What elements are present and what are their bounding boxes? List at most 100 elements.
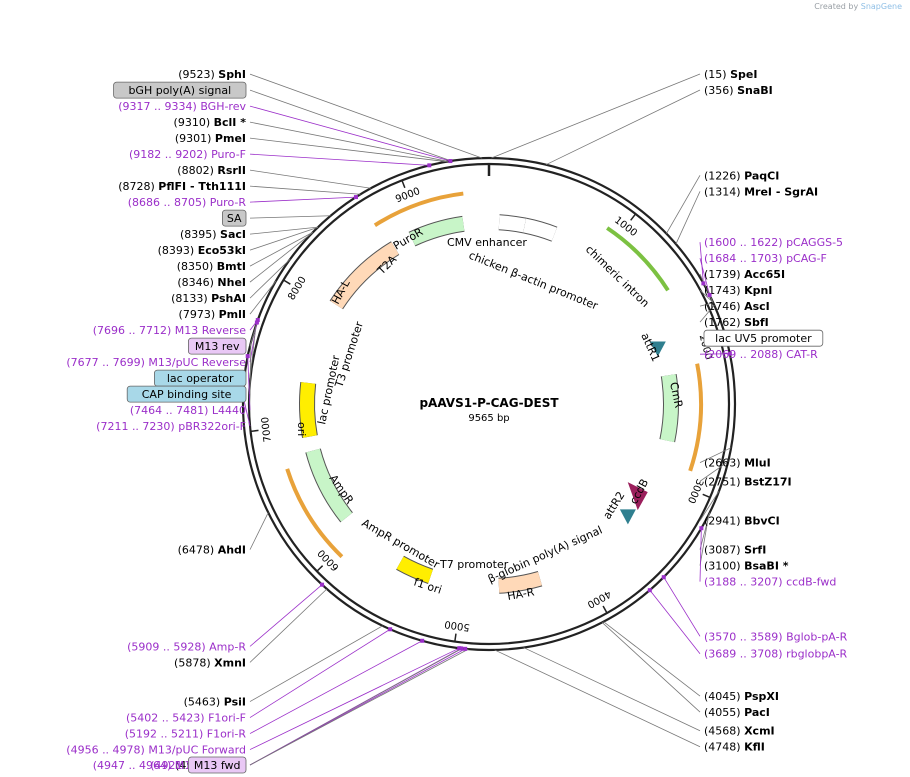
feature-box[interactable] — [187, 756, 247, 774]
ori-arc — [300, 382, 317, 438]
primer-marker — [647, 588, 652, 593]
feature-box[interactable] — [221, 209, 247, 227]
site-label[interactable]: (1743) KpnI — [704, 284, 772, 297]
site-label[interactable]: (4055) PacI — [704, 706, 770, 719]
primer-coord: (3570 .. 3589) — [704, 630, 786, 643]
feature-box-label: bGH poly(A) signal — [128, 84, 231, 97]
primer-label[interactable]: (5909 .. 5928) Amp-R — [127, 640, 246, 653]
site-label[interactable]: (356) SnaBI — [704, 84, 773, 97]
site-label[interactable]: (8393) Eco53kI — [158, 244, 246, 257]
feature-box[interactable] — [703, 329, 824, 347]
primer-label[interactable]: (9317 .. 9334) BGH-rev — [118, 100, 246, 113]
site-label[interactable]: (3100) BsaBI * — [704, 560, 789, 573]
plasmid-name: pAAVS1-P-CAG-DEST — [419, 396, 559, 410]
leader-primer-5 — [247, 356, 251, 411]
site-name: BsaBI — [744, 560, 779, 573]
site-coord: (1746) — [704, 300, 744, 313]
site-coord: (6478) — [178, 544, 218, 557]
site-label[interactable]: (9310) BclI * — [174, 116, 247, 129]
site-label[interactable]: (1314) MreI - SgrAI — [704, 185, 818, 198]
leader-site-6 — [249, 185, 361, 195]
leader-box-3 — [249, 325, 257, 379]
leader-box-0 — [249, 89, 452, 162]
feature-box[interactable] — [126, 385, 247, 403]
cmR-arc — [660, 374, 678, 443]
amp-orf-arc — [285, 468, 344, 559]
primer-label[interactable]: (3570 .. 3589) Bglob-pA-R — [704, 630, 848, 643]
site-name: KpnI — [744, 284, 772, 297]
primer-label[interactable]: (3689 .. 3708) rbglobpA-R — [704, 648, 848, 661]
feature-box-label: CAP binding site — [142, 388, 232, 401]
primer-label[interactable]: (2069 .. 2088) CAT-R — [704, 348, 818, 361]
site-label[interactable]: (9301) PmeI — [175, 132, 246, 145]
label-t7-promoter: T7 promoter — [439, 558, 509, 571]
leader-site-11 — [249, 258, 291, 299]
primer-marker — [245, 354, 250, 359]
site-label[interactable]: (1739) Acc65I — [704, 268, 785, 281]
site-label[interactable]: (2751) BstZ17I — [704, 475, 792, 488]
label-puroR: PuroR — [391, 225, 426, 252]
site-label[interactable]: (5463) PsiI — [184, 696, 246, 709]
site-label[interactable]: (3087) SrfI — [704, 544, 766, 557]
primer-coord: (5402 .. 5423) — [126, 712, 208, 725]
primer-name: L4440 — [212, 404, 246, 417]
site-label[interactable]: (8350) BmtI — [177, 260, 246, 273]
primer-label[interactable]: (7696 .. 7712) M13 Reverse — [93, 324, 246, 337]
site-label[interactable]: (15) SpeI — [704, 68, 757, 81]
site-name: AscI — [744, 300, 770, 313]
site-label[interactable]: (8802) RsrII — [177, 164, 246, 177]
site-label[interactable]: (7973) PmlI — [179, 308, 246, 321]
label-ha-r: HA-R — [506, 585, 535, 603]
site-label[interactable]: (2663) MluI — [704, 457, 771, 470]
site-label[interactable]: (6478) AhdI — [178, 544, 246, 557]
primer-name: F1ori-R — [207, 728, 247, 741]
site-label[interactable]: (4568) XcmI — [704, 725, 775, 738]
credit-brand: SnapGene — [860, 2, 902, 11]
primer-name: rbglobpA-R — [786, 648, 847, 661]
site-label[interactable]: (1746) AscI — [704, 300, 770, 313]
feature-box[interactable] — [113, 81, 247, 99]
primer-label[interactable]: (3188 .. 3207) ccdB-fwd — [704, 576, 836, 589]
leader-site-12 — [249, 280, 277, 315]
leader-primer-18 — [649, 589, 701, 654]
primer-coord: (7211 .. 7230) — [96, 420, 178, 433]
primer-label[interactable]: (7211 .. 7230) pBR322ori-F — [96, 420, 246, 433]
label-ccdB: ccdB — [627, 477, 651, 507]
primer-name: pCAGGS-5 — [786, 236, 843, 249]
primer-label[interactable]: (1600 .. 1622) pCAGGS-5 — [704, 236, 843, 249]
site-name: MluI — [744, 457, 771, 470]
site-label[interactable]: (9523) SphI — [178, 68, 246, 81]
site-name: XmnI — [214, 656, 246, 669]
site-label[interactable]: (2941) BbvCI — [704, 515, 780, 528]
primer-label[interactable]: (4956 .. 4978) M13/pUC Forward — [66, 744, 246, 757]
site-name: PacI — [744, 706, 770, 719]
primer-label[interactable]: (7677 .. 7699) M13/pUC Reverse — [66, 356, 246, 369]
site-name: XcmI — [744, 725, 775, 738]
leader-site-14 — [249, 588, 328, 663]
primer-label[interactable]: (5402 .. 5423) F1ori-F — [126, 712, 246, 725]
site-label[interactable]: (5878) XmnI — [174, 656, 246, 669]
site-label[interactable]: (1226) PaqCI — [704, 169, 779, 182]
site-label[interactable]: (4045) PspXI — [704, 690, 779, 703]
leader-site-3 — [249, 121, 449, 162]
primer-label[interactable]: (1684 .. 1703) pCAG-F — [704, 252, 827, 265]
primer-label[interactable]: (7464 .. 7481) L4440 — [130, 404, 246, 417]
site-label[interactable]: (8395) SacI — [180, 228, 246, 241]
site-label[interactable]: (8346) NheI — [177, 276, 246, 289]
feature-box-label: M13 rev — [195, 340, 240, 353]
site-label[interactable]: (1762) SbfI — [704, 316, 769, 329]
site-label[interactable]: (4748) KflI — [704, 741, 765, 754]
site-coord: (15) — [704, 68, 730, 81]
primer-label[interactable]: (8686 .. 8705) Puro-R — [128, 196, 247, 209]
site-name: BmtI — [217, 260, 246, 273]
site-name: PaqCI — [744, 169, 779, 182]
site-star: * — [779, 560, 789, 573]
site-label[interactable]: (8728) PflFI - Tth111I — [118, 180, 246, 193]
feature-box[interactable] — [187, 337, 247, 355]
site-name: NheI — [217, 276, 246, 289]
site-name: BstZ17I — [744, 475, 792, 488]
primer-label[interactable]: (9182 .. 9202) Puro-F — [129, 148, 246, 161]
primer-label[interactable]: (5192 .. 5211) F1ori-R — [125, 728, 247, 741]
site-label[interactable]: (8133) PshAI — [171, 292, 246, 305]
intron-arc — [606, 226, 670, 292]
